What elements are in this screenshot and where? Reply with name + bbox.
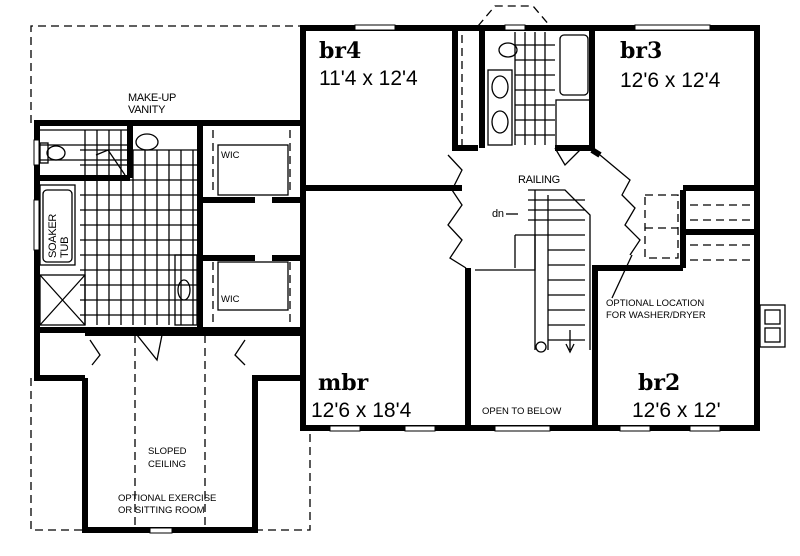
room-name-br3: br3 bbox=[620, 38, 662, 64]
soaker-tub-label-2: TUB bbox=[59, 237, 71, 258]
door-swings bbox=[89, 147, 641, 366]
sink-icon bbox=[135, 133, 159, 151]
dashed-outline-vanity bbox=[30, 25, 303, 123]
washer-location-label: OPTIONAL LOCATION bbox=[606, 298, 704, 309]
vanity-sink-icon bbox=[174, 254, 198, 326]
exercise-room-label: OPTIONAL EXERCISE bbox=[118, 493, 216, 504]
hall-bath-fixtures bbox=[487, 34, 591, 149]
bay-window-outline bbox=[477, 5, 551, 27]
soaker-tub-label: SOAKER bbox=[47, 214, 59, 258]
room-size-br3: 12'6 x 12'4 bbox=[620, 69, 721, 92]
makeup-vanity-label-2: VANITY bbox=[128, 104, 166, 116]
interior-walls bbox=[37, 28, 757, 428]
chimney-icon bbox=[759, 304, 786, 348]
dashed-outline-exercise bbox=[30, 335, 311, 531]
toilet-icon bbox=[39, 142, 66, 164]
room-name-br4: br4 bbox=[319, 38, 361, 64]
sloped-ceiling-label: SLOPED bbox=[148, 446, 187, 457]
room-size-mbr: 12'6 x 18'4 bbox=[311, 399, 412, 422]
wic-label-top: WIC bbox=[221, 150, 240, 161]
washer-location-label-2: FOR WASHER/DRYER bbox=[606, 310, 706, 321]
room-name-mbr: mbr bbox=[318, 370, 369, 396]
wic-label-bottom: WIC bbox=[221, 294, 240, 305]
room-size-br4: 11'4 x 12'4 bbox=[319, 67, 418, 90]
closet-shelves bbox=[212, 35, 750, 325]
staircase bbox=[475, 189, 591, 354]
room-name-br2: br2 bbox=[638, 370, 680, 396]
tile-grid-master-bath bbox=[40, 129, 200, 325]
open-to-below-label: OPEN TO BELOW bbox=[482, 406, 561, 417]
makeup-vanity-label: MAKE-UP bbox=[128, 92, 176, 104]
tile-grid-hall-bath bbox=[514, 32, 555, 145]
railing-label: RAILING bbox=[518, 174, 560, 186]
exercise-room-label-2: OR SITTING ROOM bbox=[118, 505, 205, 516]
soaker-tub-icon bbox=[39, 184, 76, 266]
sloped-ceiling-label-2: CEILING bbox=[148, 459, 186, 470]
windows bbox=[33, 24, 721, 534]
stairs-down-label: dn bbox=[492, 208, 504, 220]
shower-icon bbox=[39, 274, 86, 326]
room-size-br2: 12'6 x 12' bbox=[632, 399, 721, 422]
